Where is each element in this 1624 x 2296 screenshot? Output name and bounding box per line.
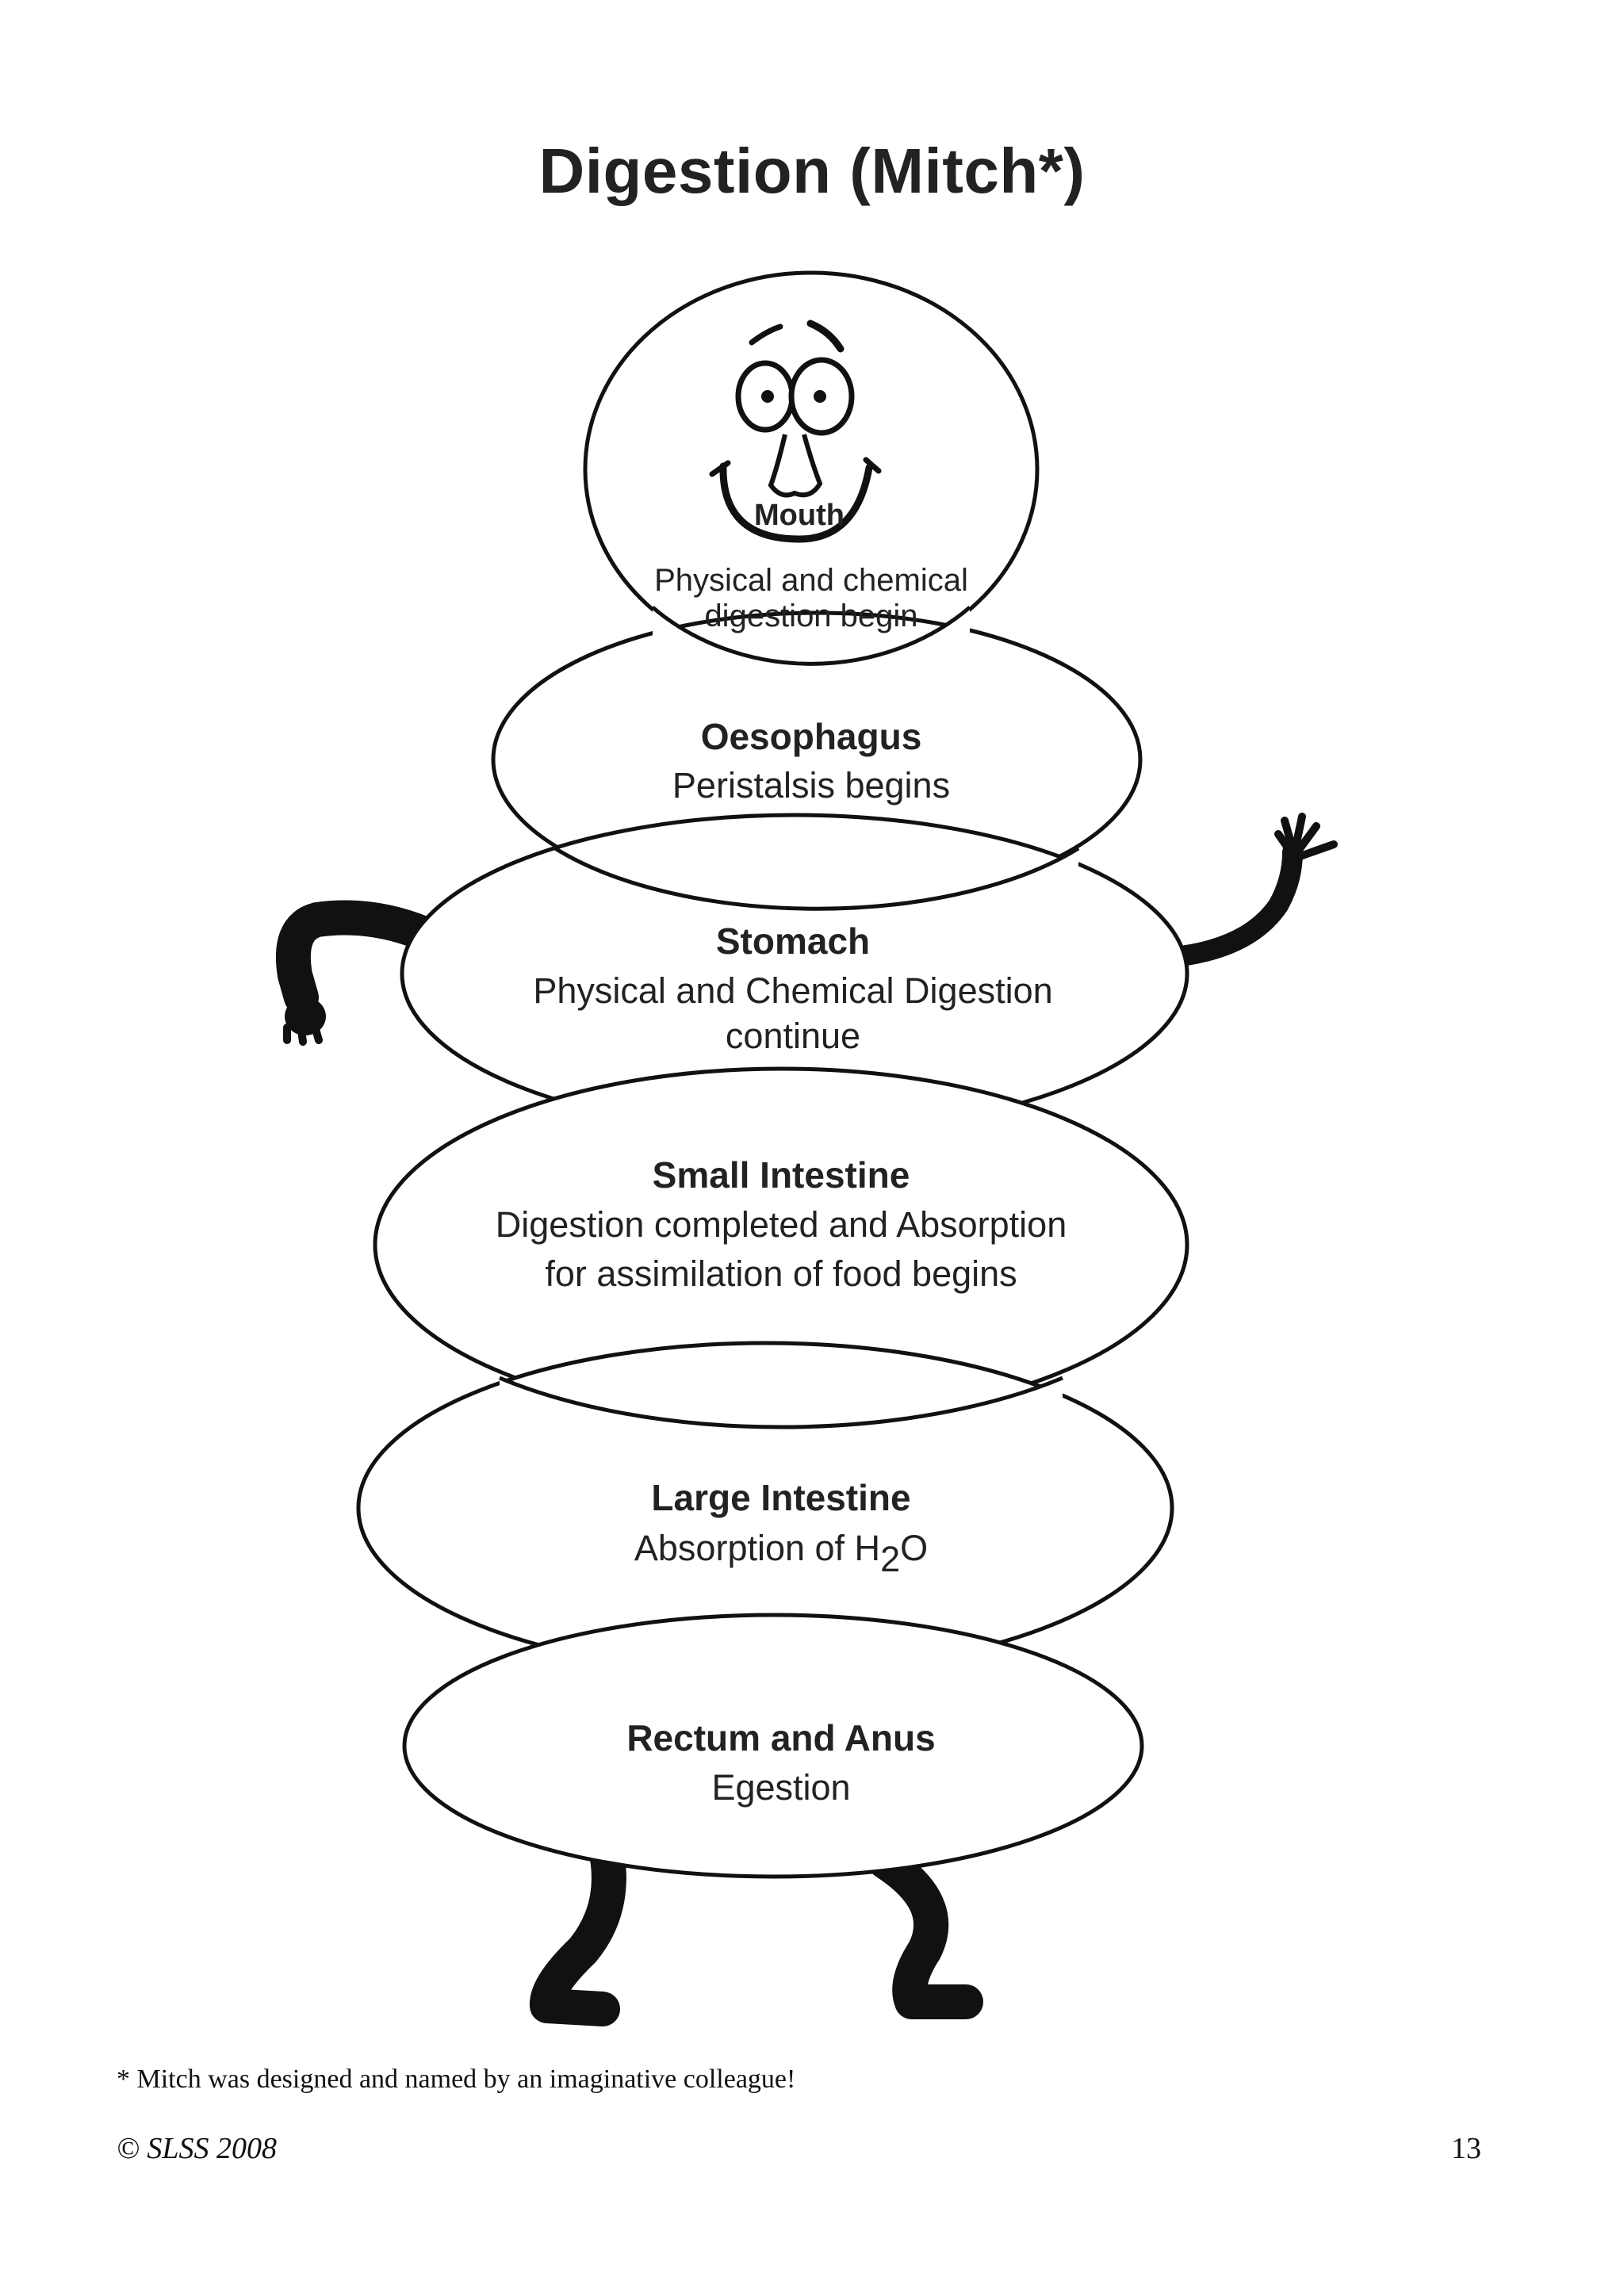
- stomach-desc-line2: continue: [726, 1016, 860, 1056]
- right-arm: [1176, 813, 1338, 966]
- mouth-label: Mouth: [754, 499, 845, 532]
- rectum-anus-segment: [402, 1613, 1144, 1879]
- large-intestine-label: Large Intestine: [651, 1477, 910, 1518]
- mouth-desc-line2: digestion begin: [704, 599, 917, 633]
- footnote: * Mitch was designed and named by an ima…: [117, 2064, 796, 2094]
- oesophagus-label: Oesophagus: [701, 716, 922, 757]
- rectum-anus-label: Rectum and Anus: [626, 1717, 935, 1758]
- page-title: Digestion (Mitch*): [538, 136, 1086, 206]
- left-leg: [529, 1819, 626, 2026]
- left-arm: [275, 900, 446, 1046]
- stomach-desc-line1: Physical and Chemical Digestion: [533, 970, 1052, 1011]
- oesophagus-desc: Peristalsis begins: [672, 765, 950, 806]
- right-leg: [868, 1844, 983, 2019]
- small-intestine-desc-line1: Digestion completed and Absorption: [496, 1204, 1067, 1245]
- mitch-face: [709, 320, 882, 543]
- copyright: © SLSS 2008: [117, 2132, 278, 2165]
- large-intestine-desc: Absorption of H2O: [634, 1528, 928, 1579]
- smile: [719, 462, 873, 543]
- stomach-label: Stomach: [716, 920, 870, 962]
- left-eyebrow: [749, 323, 783, 346]
- mouth-desc-line1: Physical and chemical: [654, 563, 968, 598]
- nose: [768, 434, 823, 498]
- page-number: 13: [1451, 2132, 1481, 2165]
- rectum-anus-desc: Egestion: [711, 1767, 850, 1808]
- small-intestine-label: Small Intestine: [653, 1154, 910, 1196]
- right-eyebrow: [806, 320, 845, 353]
- small-intestine-desc-line2: for assimilation of food begins: [545, 1253, 1017, 1294]
